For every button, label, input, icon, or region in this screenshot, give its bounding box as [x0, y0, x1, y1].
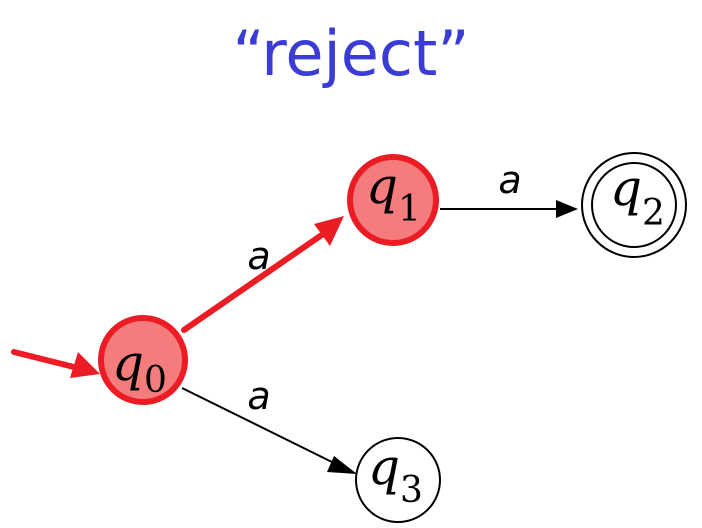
state-q3-label: q3 [368, 438, 423, 511]
state-q1: q1 [347, 154, 439, 246]
state-q0-label: q0 [112, 334, 167, 401]
state-q0-circle [98, 315, 188, 405]
transition-q0-q3-arrowhead [327, 456, 357, 474]
state-q0: q0 [98, 315, 188, 405]
initial-arrowhead [70, 352, 100, 378]
state-q1-circle [347, 154, 439, 246]
state-q2-label: q2 [610, 159, 665, 234]
state-q3: q3 [355, 437, 441, 523]
state-q1-label: q1 [366, 157, 421, 230]
transition-q0-q3 [181, 387, 341, 467]
diagram-title: “reject” [233, 17, 470, 90]
transition-label-q0-q3: a [247, 374, 270, 418]
state-q3-circle [355, 437, 441, 523]
transition-q1-q2-arrowhead [556, 200, 578, 218]
transition-q0-q1-arrowhead [314, 216, 344, 246]
transition-label-q0-q1: a [247, 234, 270, 278]
state-q2: q2 [581, 152, 687, 258]
transition-label-q1-q2: a [498, 158, 521, 202]
transition-q0-q1 [181, 229, 329, 333]
state-q2-inner-circle [591, 162, 677, 248]
